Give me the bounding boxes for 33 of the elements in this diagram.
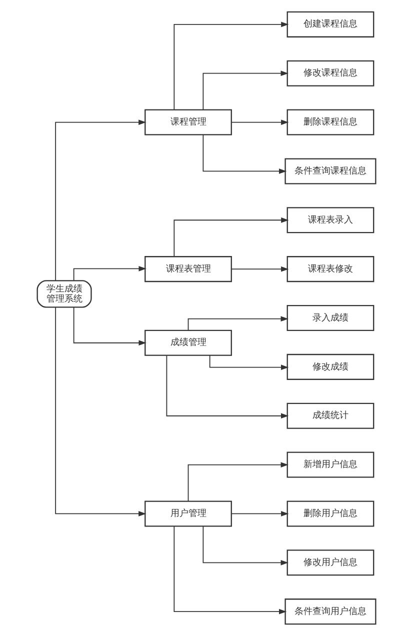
arrow <box>54 120 146 281</box>
node-box: 删除课程信息 <box>286 109 374 136</box>
node-box: 用户管理 <box>144 500 232 527</box>
node-box: 条件查询用户信息 <box>284 598 376 625</box>
node-box: 学生成绩管理系统 <box>36 280 92 308</box>
node-box: 修改成绩 <box>286 354 374 380</box>
arrow <box>173 22 288 110</box>
arrow <box>72 306 146 346</box>
arrow <box>187 462 288 502</box>
arrow <box>173 526 286 614</box>
arrow <box>202 526 288 566</box>
arrow <box>230 511 288 516</box>
node-box: 成绩统计 <box>286 402 374 429</box>
arrow <box>54 306 146 516</box>
arrow <box>202 70 288 110</box>
node-box: 创建课程信息 <box>286 11 374 38</box>
node-box: 录入成绩 <box>286 304 374 332</box>
node-box: 修改用户信息 <box>286 550 374 576</box>
node-box: 课程表录入 <box>286 207 374 234</box>
arrow <box>230 120 288 125</box>
node-box: 课程表管理 <box>144 256 232 282</box>
arrow <box>72 266 146 281</box>
node-box: 删除用户信息 <box>286 500 374 527</box>
node-box: 课程表修改 <box>286 256 374 282</box>
node-box: 新增用户信息 <box>286 452 374 478</box>
node-box: 条件查询课程信息 <box>284 158 376 184</box>
node-box: 修改课程信息 <box>286 60 374 86</box>
arrow <box>166 355 288 419</box>
arrow <box>173 217 288 257</box>
node-box: 课程管理 <box>144 109 232 136</box>
arrow <box>202 134 286 174</box>
arrow <box>230 266 288 272</box>
node-box: 成绩管理 <box>144 330 232 356</box>
